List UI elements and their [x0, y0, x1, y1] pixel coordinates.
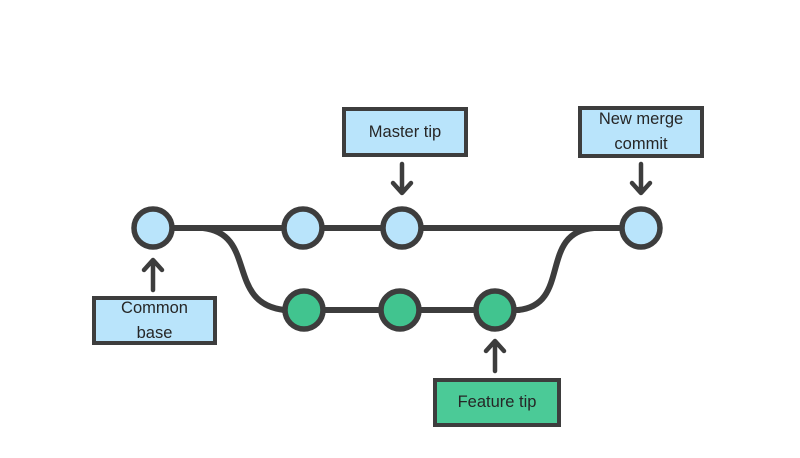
label-feature-tip-text: Feature tip [457, 393, 537, 411]
commit-new-merge [619, 206, 663, 250]
commit-master-2 [281, 206, 325, 250]
commit-common-base [131, 206, 175, 250]
commit-feature-tip [473, 288, 517, 332]
label-common-base-text: Common base [121, 298, 188, 342]
branch-merge-curve [515, 225, 597, 313]
commit-feature-1 [282, 288, 326, 332]
commit-master-tip [380, 206, 424, 250]
label-new-merge-commit-text: New merge commit [598, 110, 684, 153]
label-master-tip: Master tip [342, 107, 468, 157]
arrow-down-master-tip-icon [390, 161, 414, 196]
label-feature-tip: Feature tip [433, 378, 561, 427]
label-master-tip-text: Master tip [368, 122, 442, 141]
arrow-down-new-merge-icon [629, 161, 653, 196]
label-common-base: Common base [92, 296, 217, 345]
arrow-up-feature-tip-icon [483, 338, 507, 374]
label-new-merge-commit: New merge commit [578, 106, 704, 158]
commit-feature-2 [378, 288, 422, 332]
branch-split-curve [200, 225, 288, 313]
arrow-up-common-base-icon [141, 257, 165, 293]
